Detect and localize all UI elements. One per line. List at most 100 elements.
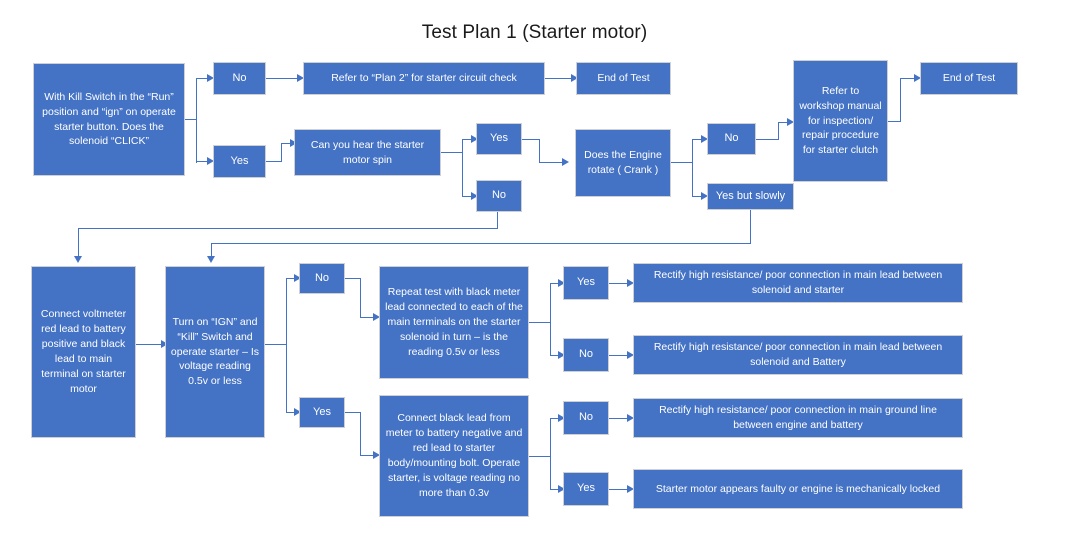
node-result-motor-faulty[interactable]: Starter motor appears faulty or engine i…	[633, 469, 963, 509]
connector-start-out	[185, 119, 197, 121]
connector-black-to-no	[550, 418, 559, 420]
connector-start-split	[196, 79, 198, 163]
arrowhead-hear-yes	[471, 135, 478, 143]
connector-workshop-b	[900, 78, 902, 122]
node-repeat-test[interactable]: Repeat test with black meter lead connec…	[379, 266, 529, 379]
connector-hearyes-a	[522, 139, 540, 141]
node-refer-plan2[interactable]: Refer to “Plan 2” for starter circuit ch…	[303, 62, 545, 95]
connector-ignno-a	[341, 278, 361, 280]
connector-start-to-yes	[196, 161, 208, 163]
arrowhead-repeat-test	[373, 313, 380, 321]
node-start-yes[interactable]: Yes	[213, 145, 266, 178]
node-start[interactable]: With Kill Switch in the “Run” position a…	[33, 63, 185, 176]
node-hear-starter-label: Can you hear the starter motor spin	[310, 138, 425, 166]
arrowhead-rotate-no	[701, 135, 708, 143]
node-black-yes[interactable]: Yes	[563, 472, 609, 506]
node-refer-plan2-label: Refer to “Plan 2” for starter circuit ch…	[331, 72, 517, 85]
node-start-yes-label: Yes	[230, 154, 249, 167]
arrowhead-hear	[290, 139, 297, 147]
node-start-no[interactable]: No	[213, 62, 266, 95]
arrowhead-black-no	[558, 414, 565, 422]
node-ign-no-label: No	[314, 271, 330, 284]
node-rotate-no[interactable]: No	[707, 123, 756, 155]
connector-ignno-b	[360, 278, 362, 318]
node-result-ground-line[interactable]: Rectify high resistance/ poor connection…	[633, 398, 963, 438]
connector-yes-to-hear-b	[281, 144, 283, 162]
node-ign-yes[interactable]: Yes	[299, 397, 345, 428]
connector-yes-to-hear-a	[266, 161, 282, 163]
connector-hearno-a	[497, 210, 499, 229]
node-black-yes-label: Yes	[577, 482, 595, 495]
node-repeat-no[interactable]: No	[563, 338, 609, 372]
node-turn-on-ign[interactable]: Turn on “IGN” and “Kill” Switch and oper…	[165, 266, 265, 438]
arrowhead-ign-yes	[294, 408, 301, 416]
connector-hearyes-c	[539, 162, 563, 164]
arrowhead-result3	[627, 414, 634, 422]
connector-byes-to-r4	[604, 489, 628, 491]
node-connect-black-lead[interactable]: Connect black lead from meter to battery…	[379, 395, 529, 517]
node-result-solenoid-starter-label: Rectify high resistance/ poor connection…	[653, 269, 943, 296]
node-hear-no-label: No	[491, 189, 507, 202]
node-end-of-test-2-label: End of Test	[942, 72, 996, 85]
node-rotate-yes-slowly[interactable]: Yes but slowly	[707, 183, 794, 210]
connector-ign-to-yes	[286, 412, 295, 414]
node-result-solenoid-battery[interactable]: Rectify high resistance/ poor connection…	[633, 335, 963, 375]
node-result-solenoid-battery-label: Rectify high resistance/ poor connection…	[653, 341, 943, 368]
connector-hearyes-b	[539, 139, 541, 163]
connector-hearno-b	[78, 228, 498, 230]
node-hear-yes-label: Yes	[490, 132, 508, 145]
node-connect-voltmeter-label: Connect voltmeter red lead to battery po…	[40, 308, 127, 395]
connector-bno-to-r3	[604, 418, 628, 420]
connector-ryes-to-r1	[604, 283, 628, 285]
connector-workshop-c	[900, 78, 915, 80]
arrowhead-repeat-no	[558, 351, 565, 359]
connector-rotateno-b	[778, 123, 780, 140]
connector-ign-out	[265, 344, 287, 346]
node-hear-starter[interactable]: Can you hear the starter motor spin	[294, 129, 441, 176]
connector-hear-to-no	[462, 196, 472, 198]
connector-repeat-out	[529, 322, 551, 324]
connector-start-to-no	[196, 78, 208, 80]
arrowhead-end1	[571, 74, 578, 82]
connector-slowly-a	[750, 210, 752, 244]
arrowhead-ign-no	[294, 274, 301, 282]
node-repeat-yes-label: Yes	[577, 276, 595, 289]
arrowhead-start-yes	[207, 157, 214, 165]
connector-rotate-out	[671, 162, 693, 164]
node-connect-voltmeter[interactable]: Connect voltmeter red lead to battery po…	[31, 266, 136, 438]
connector-plan2-to-end1	[545, 78, 572, 80]
node-result-motor-faulty-label: Starter motor appears faulty or engine i…	[655, 482, 941, 495]
connector-slowly-b	[211, 243, 751, 245]
connector-ignno-c	[360, 317, 374, 319]
node-repeat-yes[interactable]: Yes	[563, 266, 609, 300]
node-result-solenoid-starter[interactable]: Rectify high resistance/ poor connection…	[633, 263, 963, 303]
node-engine-rotate[interactable]: Does the Engine rotate ( Crank )	[575, 129, 671, 197]
connector-hear-out	[441, 152, 463, 154]
connector-no-to-plan2	[266, 78, 298, 80]
connector-workshop-a	[888, 121, 901, 123]
arrowhead-end2	[914, 74, 921, 82]
node-hear-yes[interactable]: Yes	[476, 123, 522, 155]
connector-rotateno-c	[778, 122, 788, 124]
node-start-label: With Kill Switch in the “Run” position a…	[42, 90, 176, 148]
node-start-no-label: No	[232, 71, 247, 84]
node-end-of-test-2[interactable]: End of Test	[920, 62, 1018, 95]
node-repeat-no-label: No	[578, 348, 594, 361]
page-title: Test Plan 1 (Starter motor)	[421, 22, 648, 43]
connector-rotateno-a	[756, 139, 779, 141]
connector-repeat-split	[550, 283, 552, 356]
node-black-no[interactable]: No	[563, 401, 609, 435]
node-hear-no[interactable]: No	[476, 180, 522, 212]
node-workshop-manual-label: Refer to workshop manual for inspection/…	[799, 84, 882, 157]
node-engine-rotate-label: Does the Engine rotate ( Crank )	[584, 149, 662, 176]
node-rotate-no-label: No	[724, 132, 739, 145]
arrowhead-turn-on-ign	[207, 256, 215, 263]
arrowhead-hear-no	[471, 192, 478, 200]
arrowhead-result1	[627, 279, 634, 287]
node-workshop-manual[interactable]: Refer to workshop manual for inspection/…	[793, 60, 888, 182]
connector-ignyes-b	[360, 412, 362, 456]
node-end-of-test-1[interactable]: End of Test	[576, 62, 671, 95]
node-end-of-test-1-label: End of Test	[597, 72, 650, 85]
node-ign-no[interactable]: No	[299, 263, 345, 294]
